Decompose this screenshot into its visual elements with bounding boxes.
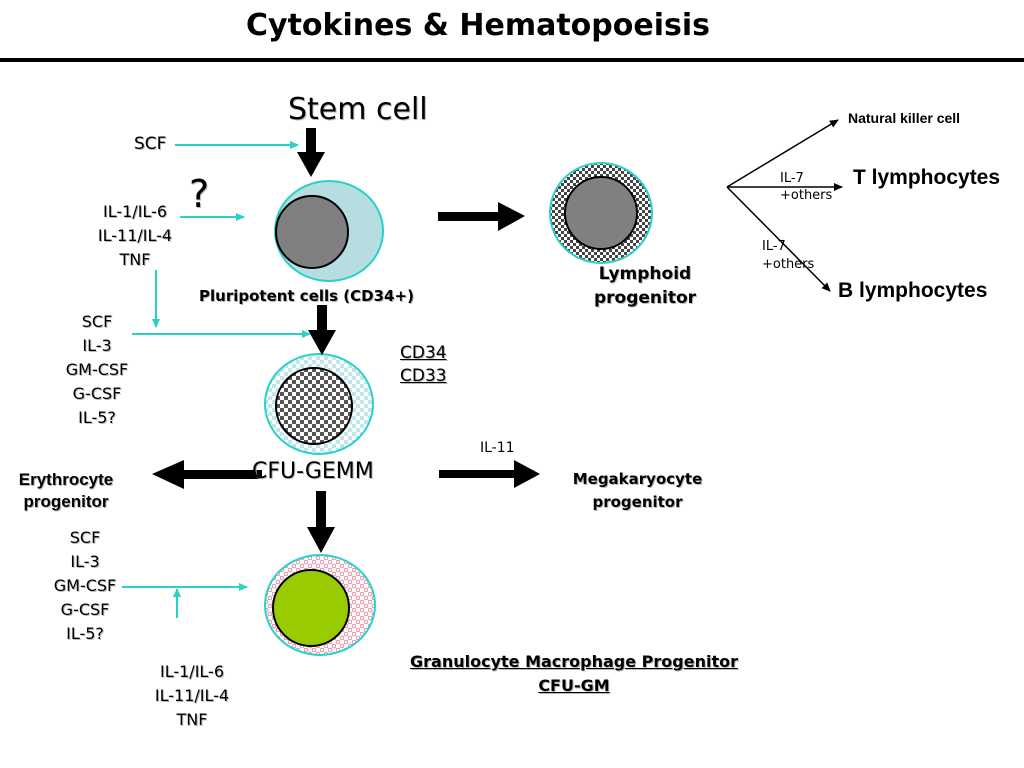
arrow-stem-down	[297, 128, 325, 177]
b-cytokine-item: IL-7	[762, 239, 786, 254]
il-group-1: IL-1/IL-6 IL-11/IL-4 TNF	[80, 200, 190, 272]
b-cytokines: IL-7 +others	[762, 238, 814, 274]
cfu-gm-line: CFU-GM	[538, 676, 610, 695]
stem-cell-shape	[274, 180, 384, 282]
lymphoid-label: Lymphoid progenitor	[580, 262, 710, 310]
erythrocyte-label: Erythrocyte progenitor	[4, 469, 128, 513]
branch-arrows	[726, 119, 843, 292]
gm-cell-shape	[264, 554, 376, 656]
il-group-2-item: TNF	[176, 710, 208, 729]
megakaryocyte-label-line: Megakaryocyte	[572, 470, 703, 488]
cytokine-group-2-item: SCF	[81, 312, 113, 331]
natural-killer-label: Natural killer cell	[848, 110, 961, 126]
title-divider	[0, 58, 1024, 62]
megakaryocyte-label: Megakaryocyte progenitor	[555, 468, 720, 514]
pluripotent-label: Pluripotent cells (CD34+)	[199, 287, 414, 305]
il-group-2-item: IL-1/IL-6	[160, 662, 224, 681]
lymphoid-label-line: Lymphoid	[598, 264, 692, 284]
il-11-label: IL-11	[480, 440, 515, 456]
il-group-2-item: IL-11/IL-4	[154, 686, 230, 705]
arrow-to-megakaryocyte	[439, 460, 540, 488]
cytokine-group-3-item: SCF	[69, 528, 101, 547]
b-lymphocytes-label: B lymphocytes	[838, 279, 988, 302]
il-group-1-item: TNF	[119, 250, 151, 269]
erythrocyte-label-line: Erythrocyte	[18, 470, 114, 489]
marker-item: CD34	[400, 343, 447, 363]
question-mark: ?	[189, 172, 210, 216]
cytokine-group-2: SCF IL-3 GM-CSF G-CSF IL-5?	[52, 310, 142, 430]
erythrocyte-label-line: progenitor	[23, 492, 109, 511]
cytokine-group-3: SCF IL-3 GM-CSF G-CSF IL-5?	[40, 526, 130, 646]
arrow-pluripotent-down	[308, 305, 336, 355]
cytokine-group-2-item: IL-3	[82, 336, 112, 355]
il-group-2: IL-1/IL-6 IL-11/IL-4 TNF	[136, 660, 248, 732]
page-title: Cytokines & Hematopoeisis	[246, 8, 710, 43]
cytokine-group-3-item: IL-5?	[66, 624, 104, 643]
cytokine-group-2-item: G-CSF	[72, 384, 122, 403]
cytokine-group-3-item: G-CSF	[60, 600, 110, 619]
arrow-to-erythrocyte	[152, 460, 262, 489]
il-group-1-item: IL-1/IL-6	[103, 202, 167, 221]
lymphoid-cell-shape	[549, 162, 653, 264]
cyan-arrows	[122, 141, 311, 618]
gm-progenitor-line: Granulocyte Macrophage Progenitor	[410, 652, 738, 671]
cytokine-group-2-item: IL-5?	[78, 408, 116, 427]
cfu-gemm-cell-shape	[264, 353, 374, 455]
t-lymphocytes-label: T lymphocytes	[853, 166, 1001, 189]
il-group-1-item: IL-11/IL-4	[97, 226, 173, 245]
b-cytokine-item: +others	[762, 257, 815, 272]
t-cytokine-item: +others	[780, 188, 833, 203]
cytokine-group-2-item: GM-CSF	[65, 360, 129, 379]
scf-top-label: SCF	[134, 134, 167, 154]
cell-markers: CD34 CD33	[400, 342, 447, 388]
cytokine-group-3-item: GM-CSF	[53, 576, 117, 595]
t-cytokine-item: IL-7	[780, 171, 804, 186]
megakaryocyte-label-line: progenitor	[592, 493, 683, 511]
gm-progenitor-label: Granulocyte Macrophage Progenitor CFU-GM	[372, 650, 776, 698]
arrow-to-lymphoid	[438, 202, 525, 231]
cytokine-group-3-item: IL-3	[70, 552, 100, 571]
stem-cell-label: Stem cell	[288, 92, 428, 127]
cfu-gemm-label: CFU-GEMM	[252, 459, 374, 484]
marker-item: CD33	[400, 366, 447, 386]
t-cytokines: IL-7 +others	[780, 170, 832, 204]
lymphoid-label-line: progenitor	[593, 288, 697, 308]
arrow-gemm-down	[307, 491, 335, 553]
